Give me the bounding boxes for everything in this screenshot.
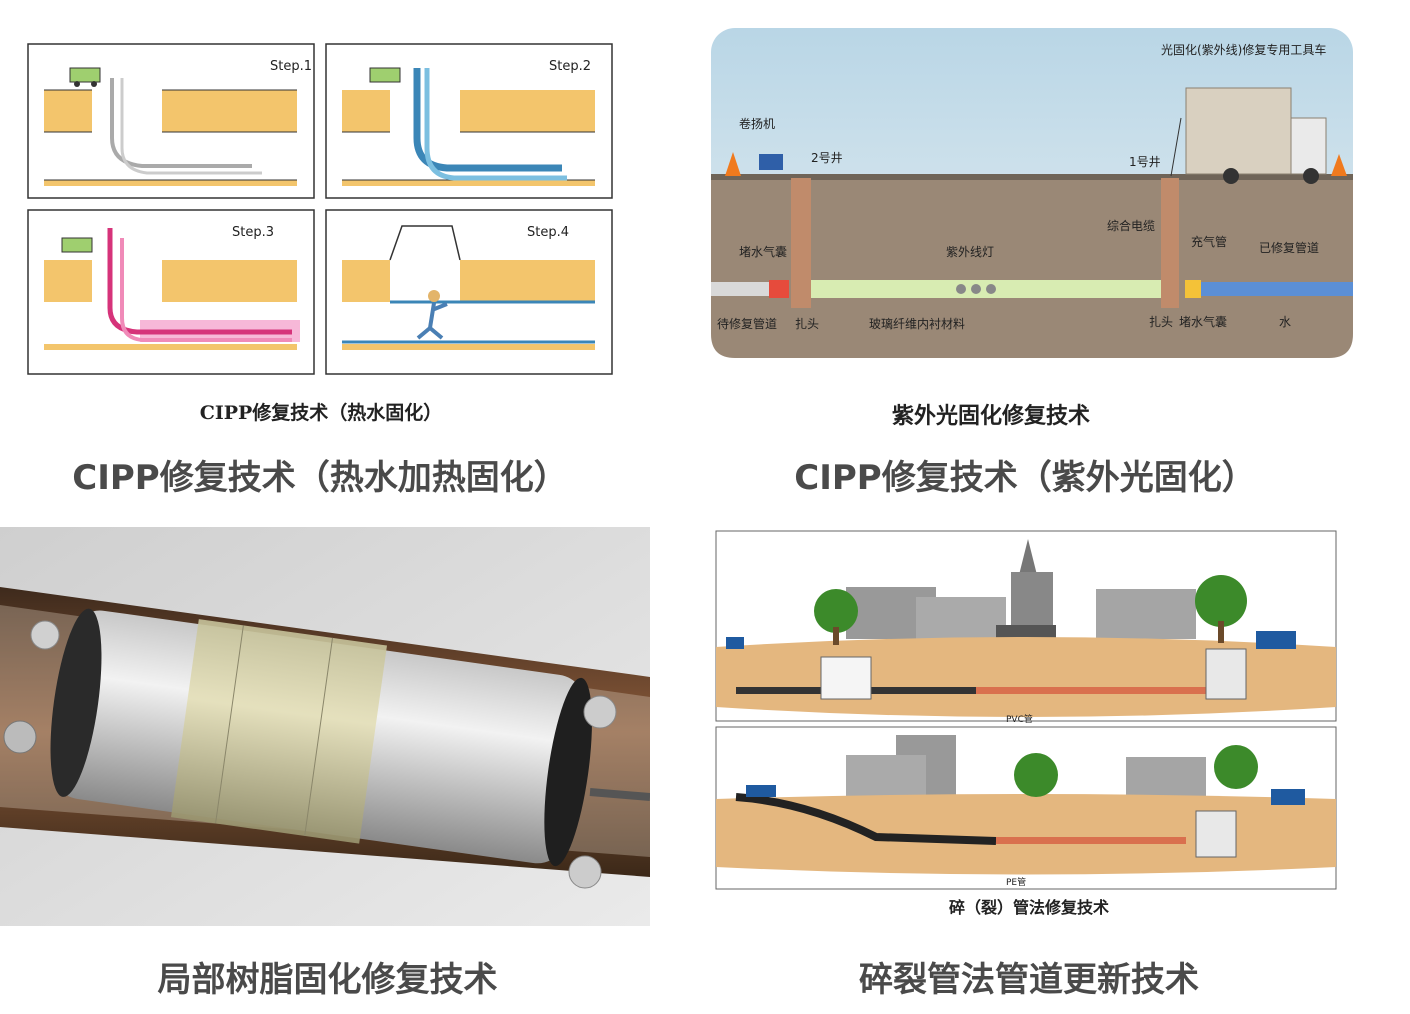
uv-well1-label: 1号井: [1129, 155, 1161, 169]
uv-pending-label: 待修复管道: [717, 316, 777, 331]
pe-label: PE管: [1006, 876, 1026, 888]
step-2-label: Step.2: [549, 59, 591, 74]
uv-water-label: 水: [1279, 315, 1291, 329]
uv-clamp-left-label: 扎头: [795, 317, 819, 331]
cipp-uv-subcaption: 紫外光固化修复技术: [891, 403, 1090, 429]
step-1-label: Step.1: [270, 59, 312, 74]
pipe-bursting-caption: 碎裂管法管道更新技术: [859, 960, 1199, 1000]
uv-winch-label: 卷扬机: [739, 116, 775, 131]
pvc-label: PVC管: [1006, 713, 1033, 725]
cipp-uv-diagram: 光固化(紫外线)修复专用工具车 卷扬机 2号井 1号井 综合电缆 充气管 堵水气…: [711, 28, 1353, 358]
uv-repaired-label: 已修复管道: [1259, 240, 1319, 255]
cipp-hot-caption: CIPP修复技术（热水加热固化）: [72, 458, 568, 498]
step-2-frame: Step.2: [325, 43, 613, 199]
step-4-frame: Step.4: [325, 209, 613, 375]
uv-well2-label: 2号井: [811, 151, 843, 165]
uv-plug-left-label: 堵水气囊: [739, 244, 787, 259]
local-resin-repair-image: [0, 527, 651, 926]
uv-cable-label: 综合电缆: [1107, 218, 1155, 233]
cipp-hot-water-diagram: Step.1 Step.2 Step.3: [22, 38, 620, 394]
uv-inflate-label: 充气管: [1191, 234, 1227, 249]
step-1-frame: Step.1: [27, 43, 315, 199]
uv-clamp-right-label: 扎头: [1149, 315, 1173, 329]
uv-plug-right-label: 堵水气囊: [1179, 314, 1227, 329]
step-4-label: Step.4: [527, 225, 569, 240]
burst-subcaption: 碎（裂）管法修复技术: [949, 898, 1109, 917]
step-3-label: Step.3: [232, 225, 274, 240]
uv-lamp-label: 紫外线灯: [946, 245, 994, 259]
uv-fiberglass-label: 玻璃纤维内衬材料: [869, 317, 965, 331]
pipe-bursting-diagram: PVC管 PE管 碎（裂）管法修复技术: [706, 527, 1352, 926]
cipp-hot-subcaption: CIPP修复技术（热水固化）: [199, 402, 443, 424]
uv-truck-label: 光固化(紫外线)修复专用工具车: [1161, 42, 1326, 57]
cipp-uv-caption: CIPP修复技术（紫外光固化）: [794, 458, 1256, 498]
local-resin-caption: 局部树脂固化修复技术: [157, 960, 498, 1000]
step-3-frame: Step.3: [27, 209, 315, 375]
